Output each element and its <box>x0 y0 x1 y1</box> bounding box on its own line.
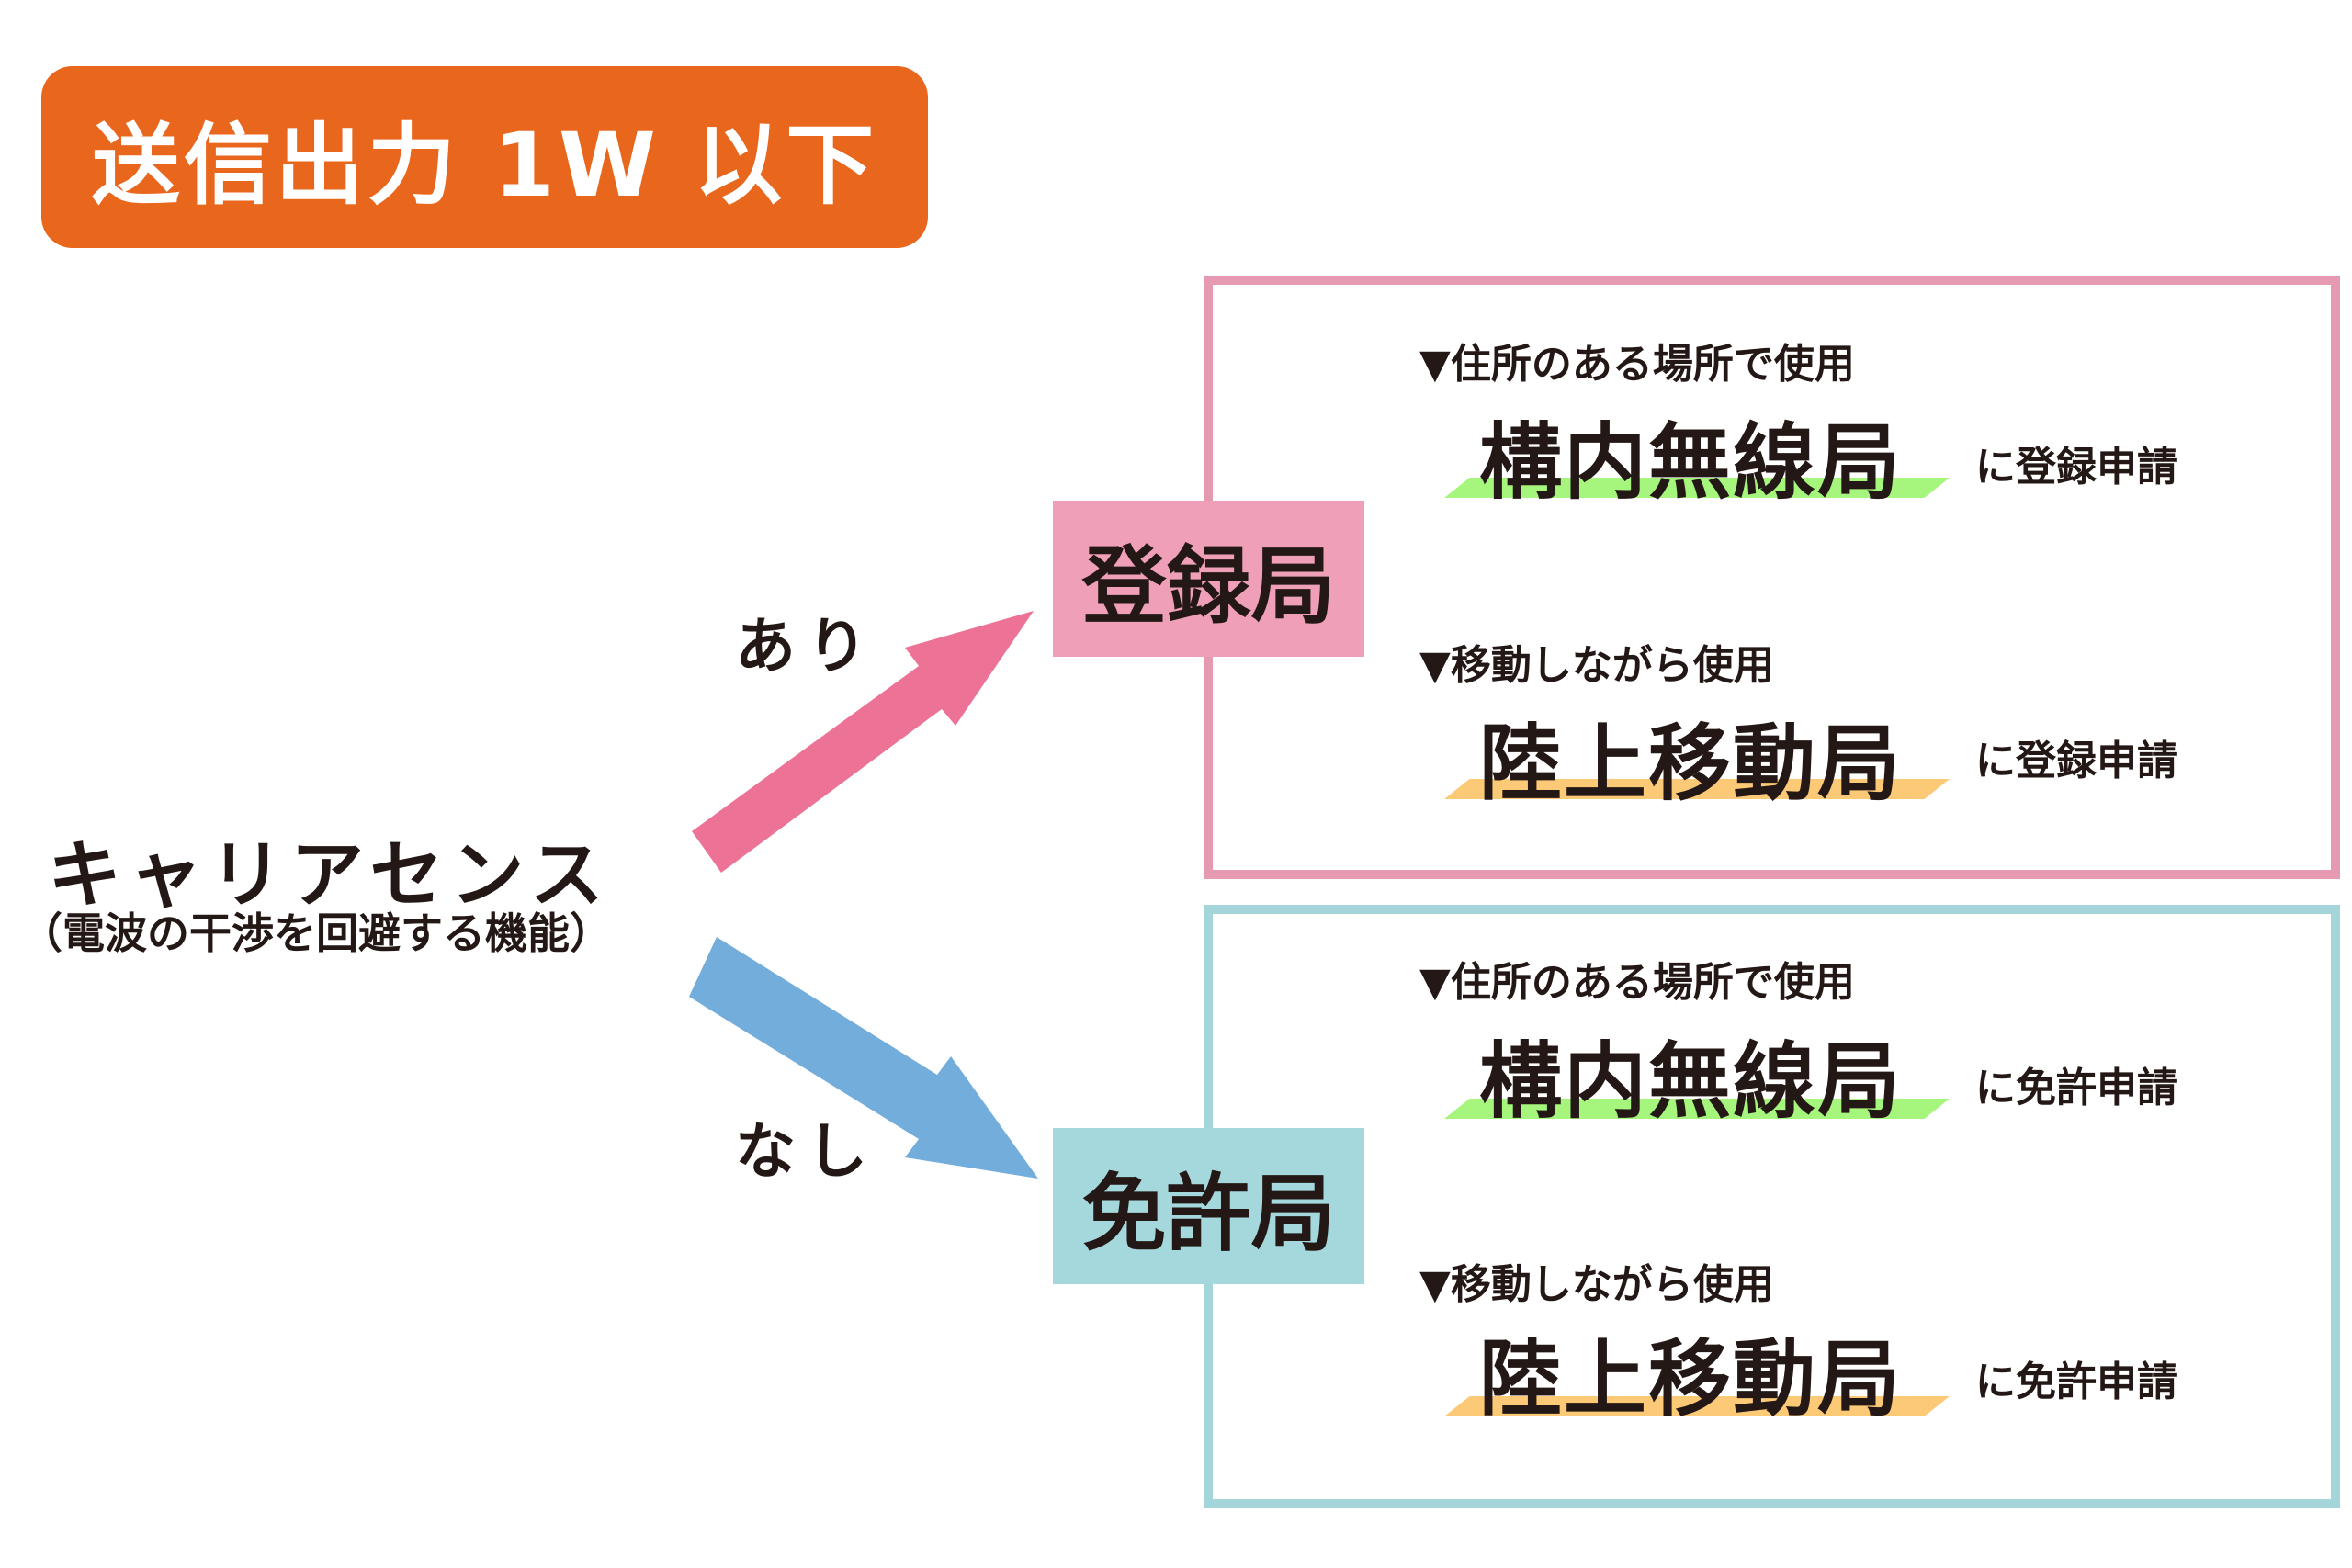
highlight-land-mobile-reg <box>1444 779 1950 799</box>
registration-group-box <box>1204 276 2340 879</box>
station-premises-reg: 構内無線局 <box>1479 414 1902 511</box>
action-land-mobile-reg: に登録申請 <box>1975 738 2177 784</box>
category-registered-label: 登録局 <box>1081 536 1336 636</box>
action-premises-reg: に登録申請 <box>1975 444 2177 491</box>
condition-yes: あり <box>735 611 878 682</box>
title-badge: 送信出力 1W 以下 <box>41 66 928 248</box>
usage-mobile-lic: ▼移動しながら使用 <box>1419 1261 1774 1308</box>
title-text: 送信出力 1W 以下 <box>91 113 878 217</box>
usage-mobile-reg: ▼移動しながら使用 <box>1419 642 1774 689</box>
usage-fixed-reg: ▼住所のある場所で使用 <box>1419 341 1855 388</box>
carrier-sense-label: キャリアセンス <box>48 832 611 918</box>
carrier-sense-description: （電波の干渉を回避する機能） <box>20 908 612 958</box>
station-land-mobile-reg: 陸上移動局 <box>1479 716 1902 812</box>
station-premises-lic: 構内無線局 <box>1479 1033 1902 1130</box>
action-premises-lic: に免許申請 <box>1975 1065 2177 1111</box>
action-land-mobile-lic: に免許申請 <box>1975 1359 2177 1405</box>
highlight-land-mobile-lic <box>1444 1396 1950 1416</box>
usage-fixed-lic: ▼住所のある場所で使用 <box>1419 959 1855 1006</box>
category-licensed-station: 免許局 <box>1053 1128 1364 1284</box>
category-registered-station: 登録局 <box>1053 501 1364 657</box>
condition-no: なし <box>735 1116 878 1187</box>
category-licensed-label: 免許局 <box>1081 1164 1336 1263</box>
highlight-premises-lic <box>1444 1099 1950 1119</box>
station-land-mobile-lic: 陸上移動局 <box>1479 1331 1902 1427</box>
highlight-premises-reg <box>1444 478 1950 498</box>
